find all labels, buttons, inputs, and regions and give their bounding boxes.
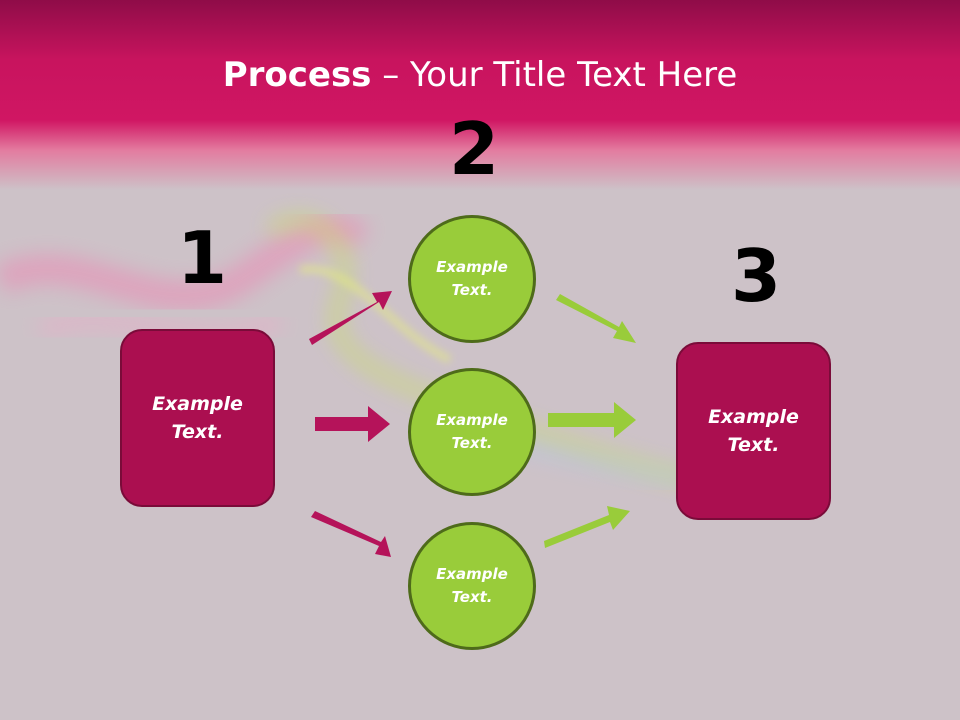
green-arrow-down: [556, 294, 636, 343]
slide-title: Process – Your Title Text Here: [0, 55, 960, 95]
circle-bottom-line1: Example: [436, 564, 508, 583]
start-box-line1: Example: [152, 392, 243, 415]
start-box-line2: Text.: [171, 421, 224, 443]
end-box-line2: Text.: [727, 434, 780, 456]
circle-bottom-line2: Text.: [451, 588, 493, 606]
circle-top-line1: Example: [436, 257, 508, 276]
pink-arrow-down: [311, 511, 391, 557]
green-arrow-up: [544, 506, 630, 548]
circle-middle-line1: Example: [436, 410, 508, 429]
pink-arrow-up: [309, 291, 392, 345]
title-bold: Process: [222, 55, 372, 95]
circle-middle-line2: Text.: [451, 434, 493, 452]
end-box-line1: Example: [708, 405, 799, 428]
circle-top-line2: Text.: [451, 281, 493, 299]
title-banner: [0, 0, 960, 190]
title-rest: – Your Title Text Here: [371, 55, 738, 95]
step-number-1: 1: [177, 216, 228, 300]
step-number-3: 3: [731, 234, 782, 318]
step-number-2: 2: [449, 107, 500, 191]
pink-arrow-right: [315, 406, 390, 442]
green-arrow-right: [548, 402, 636, 438]
